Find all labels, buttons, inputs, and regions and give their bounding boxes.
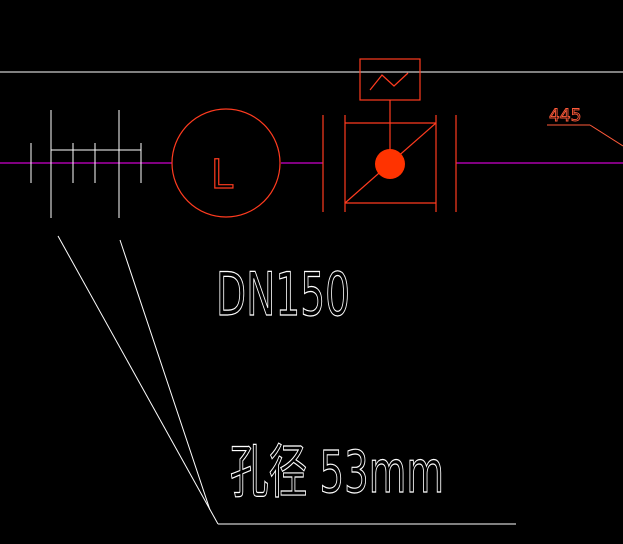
hole-diameter-label: 孔径 53mm [230,438,444,506]
pipe-size-label: DN150 [216,260,350,330]
valve-body-icon [322,100,457,212]
meter-symbol-letter: L [211,152,234,198]
orifice-plate-icon [30,110,142,218]
hole-leader-lines [57,235,516,525]
dimension-leader [547,124,623,147]
wave-transmitter-icon [359,58,421,101]
dimension-label-445: 445 [549,106,581,126]
sensor-dot [375,149,405,179]
circle-L-flowmeter-icon: L [171,108,281,218]
